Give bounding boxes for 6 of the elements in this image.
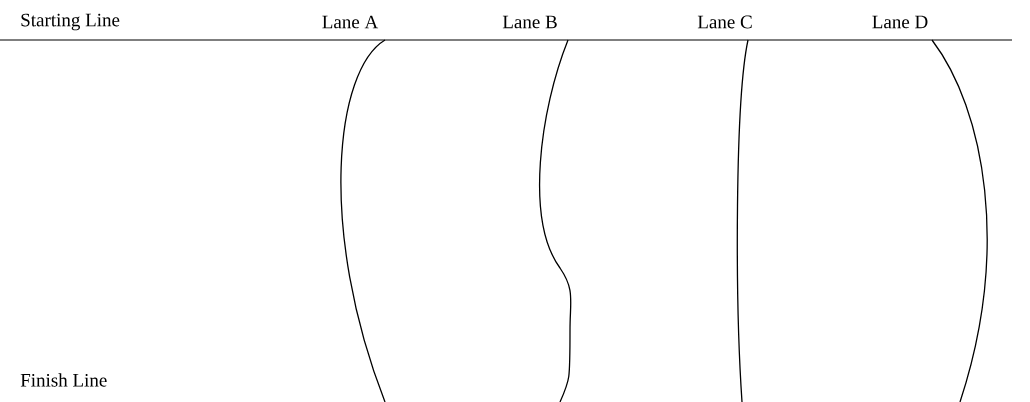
label: Lane C (697, 15, 752, 29)
label: Finish Line (20, 373, 107, 387)
label: Lane D (872, 15, 928, 29)
label: Lane B (502, 15, 557, 29)
label: Lane A (322, 15, 379, 29)
label: Starting Line (21, 13, 120, 31)
